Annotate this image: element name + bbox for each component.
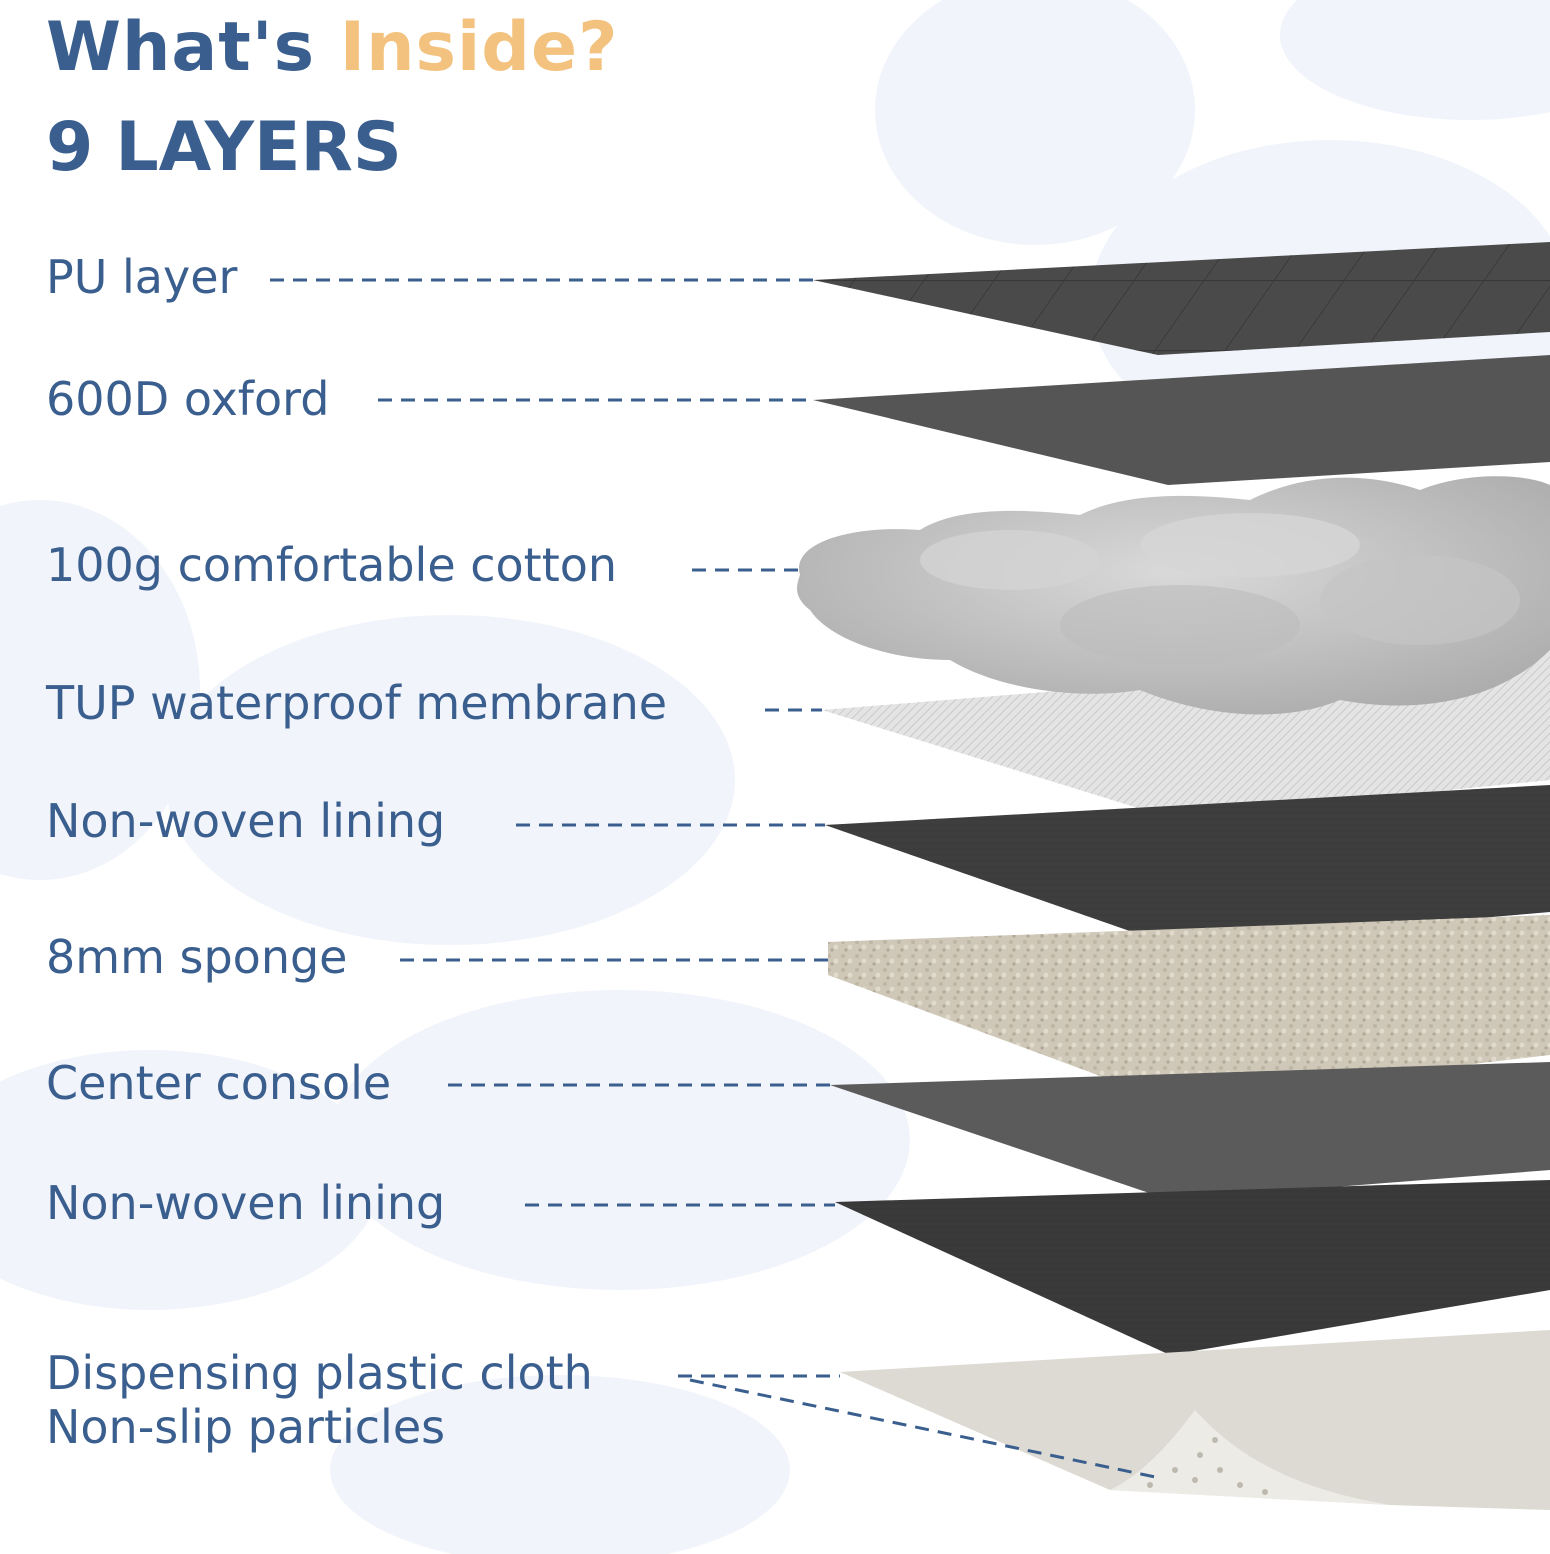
- title-part-accent: Inside?: [339, 8, 619, 87]
- layer-label-console: Center console: [46, 1056, 392, 1110]
- oxford-layer-swatch: [813, 355, 1550, 485]
- layer-label-plastic-cloth: Dispensing plastic cloth: [46, 1346, 593, 1400]
- lining-layer-swatch: [825, 785, 1550, 945]
- layer-label-lining: Non-woven lining: [46, 794, 446, 848]
- layer-label-cotton: 100g comfortable cotton: [46, 538, 618, 592]
- leader-lines: [270, 278, 1161, 1480]
- layer-label-oxford: 600D oxford: [46, 372, 330, 426]
- console-layer-swatch: [830, 1062, 1550, 1200]
- plastic-cloth-layer-swatch: [840, 1330, 1550, 1510]
- layer-label-membrane: TUP waterproof membrane: [46, 676, 668, 730]
- layer-label-lining-2: Non-woven lining: [46, 1176, 446, 1230]
- cotton-layer-swatch: [797, 476, 1550, 715]
- layer-label-pu: PU layer: [46, 250, 238, 304]
- title-part-main: What's: [46, 8, 316, 87]
- lining-2-layer-swatch: [835, 1180, 1550, 1355]
- layer-count-heading: 9 LAYERS: [46, 108, 402, 187]
- layer-label-non-slip: Non-slip particles: [46, 1400, 446, 1454]
- pu-layer-swatch: [813, 242, 1550, 355]
- layer-count: 9: [46, 108, 94, 187]
- page-title: What's Inside?: [46, 8, 619, 87]
- layer-word: LAYERS: [115, 108, 402, 187]
- sponge-layer-swatch: [828, 915, 1550, 1100]
- layer-label-sponge: 8mm sponge: [46, 930, 348, 984]
